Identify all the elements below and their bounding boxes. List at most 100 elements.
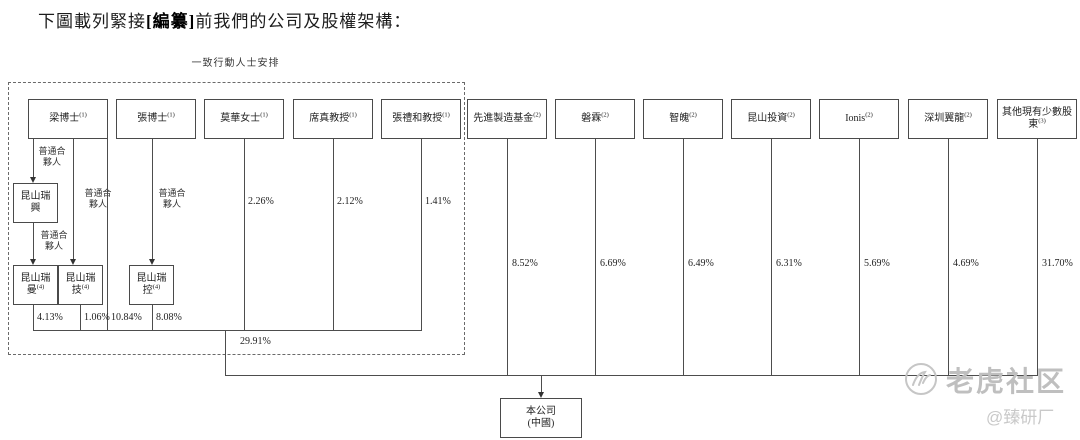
shareholder-box-zhipo: 智魄(2) xyxy=(643,99,723,139)
footnote-ref: (2) xyxy=(533,111,541,119)
shareholder-name: 先進製造基金 xyxy=(473,113,534,124)
entity-name: 昆山瑞技 xyxy=(65,273,96,296)
shareholder-box-panlin: 磐霖(2) xyxy=(555,99,635,139)
pct-zhipo: 6.49% xyxy=(688,258,714,269)
shareholder-box-ionis: Ionis(2) xyxy=(819,99,899,139)
company-box: 本公司(中國) xyxy=(500,398,582,438)
tiger-logo-icon xyxy=(903,361,939,397)
connector-line xyxy=(683,139,684,375)
connector-line xyxy=(771,139,772,375)
footnote-ref: (2) xyxy=(964,111,972,119)
title-redacted: [編纂] xyxy=(146,12,196,31)
pct-kunshan-ruiman: 4.13% xyxy=(37,312,63,323)
connector-line xyxy=(595,139,596,375)
shareholder-box-ms-mo: 莫華女士(1) xyxy=(204,99,284,139)
pct-other-minority: 31.70% xyxy=(1042,258,1073,269)
arrow-down-icon xyxy=(149,259,155,265)
entity-name: 昆山瑞控 xyxy=(136,273,167,296)
connector-line xyxy=(107,139,108,330)
entity-name: 昆山瑞興 xyxy=(20,191,51,214)
pct-ionis: 5.69% xyxy=(864,258,890,269)
footnote-ref: (2) xyxy=(787,111,795,119)
shareholder-name: 智魄 xyxy=(669,113,690,124)
shareholder-box-advanced-mfg-fund: 先進製造基金(2) xyxy=(467,99,547,139)
shareholder-box-kunshan-investment: 昆山投資(2) xyxy=(731,99,811,139)
entity-box-kunshan-ruiman: 昆山瑞曼(4) xyxy=(13,265,58,305)
footnote-ref: (1) xyxy=(167,111,175,119)
shareholder-box-dr-zhang: 張博士(1) xyxy=(116,99,196,139)
footnote-ref: (2) xyxy=(689,111,697,119)
footnote-ref: (1) xyxy=(349,111,357,119)
entity-box-kunshan-ruiji: 昆山瑞技(4) xyxy=(58,265,103,305)
footnote-ref: (1) xyxy=(79,111,87,119)
shareholder-name: 深圳翼龍 xyxy=(924,113,965,124)
connector-line xyxy=(421,139,422,330)
footnote-ref: (4) xyxy=(152,283,161,291)
pct-prof-zhang-lihe: 1.41% xyxy=(425,196,451,207)
connector-line xyxy=(152,139,153,259)
connector-line xyxy=(948,139,949,375)
shareholder-name: 昆山投資 xyxy=(747,113,788,124)
entity-box-kunshan-ruixing: 昆山瑞興 xyxy=(13,183,58,223)
footnote-ref: (1) xyxy=(260,111,268,119)
connector-line xyxy=(33,139,34,177)
company-jurisdiction: (中國) xyxy=(527,418,555,429)
connector-line xyxy=(33,223,34,259)
footnote-ref: (3) xyxy=(1038,117,1046,125)
shareholder-box-dr-liang: 梁博士(1) xyxy=(28,99,108,139)
entity-box-kunshan-ruikong: 昆山瑞控(4) xyxy=(129,265,174,305)
concert-group-label: 一致行動人士安排 xyxy=(191,58,280,69)
pct-advanced-mfg-fund: 8.52% xyxy=(512,258,538,269)
connector-line xyxy=(33,330,422,331)
arrow-down-icon xyxy=(30,259,36,265)
shareholder-name: 梁博士 xyxy=(49,113,80,124)
title-suffix: 前我們的公司及股權架構： xyxy=(195,12,412,31)
company-name: 本公司 xyxy=(526,406,556,417)
connector-line xyxy=(33,305,34,330)
general-partner-label: 普通合夥人 xyxy=(158,188,186,209)
shareholder-name: 磐霖 xyxy=(581,113,602,124)
shareholder-name: 莫華女士 xyxy=(220,113,261,124)
pct-ms-mo: 2.26% xyxy=(248,196,274,207)
connector-line xyxy=(152,305,153,330)
title-prefix: 下圖載列緊接 xyxy=(38,12,146,31)
pct-shenzhen-yilong: 4.69% xyxy=(953,258,979,269)
pct-prof-xi: 2.12% xyxy=(337,196,363,207)
connector-line xyxy=(541,375,542,393)
concert-group-frame xyxy=(8,82,465,355)
page-title: 下圖載列緊接[編纂]前我們的公司及股權架構： xyxy=(38,7,411,32)
shareholder-box-other-minority: 其他現有少數股東(3) xyxy=(997,99,1077,139)
general-partner-label: 普通合夥人 xyxy=(84,188,112,209)
connector-line xyxy=(1037,139,1038,375)
connector-line xyxy=(244,139,245,330)
connector-line xyxy=(507,139,508,375)
connector-line xyxy=(73,139,74,259)
arrow-down-icon xyxy=(30,177,36,183)
shareholder-box-prof-xi: 席真教授(1) xyxy=(293,99,373,139)
shareholder-name: 張禮和教授 xyxy=(392,113,443,124)
shareholder-name: Ionis xyxy=(845,113,866,124)
connector-line xyxy=(333,139,334,330)
general-partner-label: 普通合夥人 xyxy=(38,146,66,167)
pct-dr-liang-direct: 10.84% xyxy=(111,312,142,323)
footnote-ref: (2) xyxy=(601,111,609,119)
footnote-ref: (1) xyxy=(442,111,450,119)
shareholder-name: 席真教授 xyxy=(309,113,350,124)
connector-line xyxy=(225,330,226,375)
footnote-ref: (2) xyxy=(865,111,873,119)
entity-name: 昆山瑞曼 xyxy=(20,273,51,296)
footnote-ref: (4) xyxy=(36,283,45,291)
pct-kunshan-ruiji: 1.06% xyxy=(84,312,110,323)
pct-kunshan-investment: 6.31% xyxy=(776,258,802,269)
watermark-handle: @臻研厂 xyxy=(986,408,1055,427)
shareholder-box-shenzhen-yilong: 深圳翼龍(2) xyxy=(908,99,988,139)
watermark-brand: 老虎社区 xyxy=(946,366,1067,397)
pct-kunshan-ruikong: 8.08% xyxy=(156,312,182,323)
connector-line xyxy=(225,375,1038,376)
arrow-down-icon xyxy=(70,259,76,265)
footnote-ref: (4) xyxy=(81,283,90,291)
arrow-down-icon xyxy=(538,392,544,398)
connector-line xyxy=(80,305,81,330)
shareholder-name: 張博士 xyxy=(137,113,168,124)
